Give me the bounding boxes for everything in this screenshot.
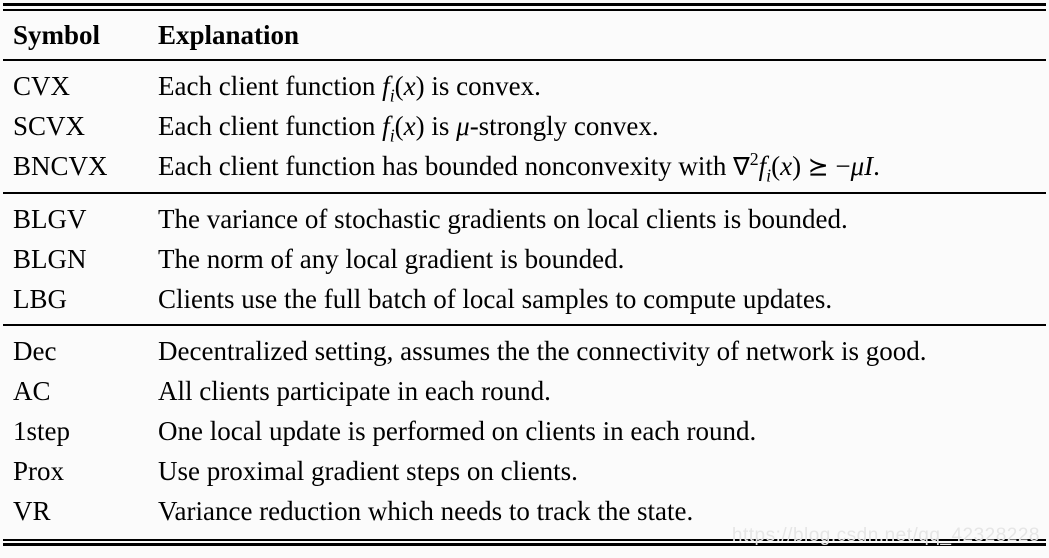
table-bottom-rule-inner bbox=[3, 539, 1046, 541]
symbol-cell: CVX bbox=[13, 71, 71, 101]
explanation-cell: The norm of any local gradient is bounde… bbox=[158, 244, 625, 274]
table-row: Prox Use proximal gradient steps on clie… bbox=[13, 451, 1041, 491]
explanation-cell: Each client function fi(x) is μ-strongly… bbox=[158, 111, 659, 146]
table-group: BLGV The variance of stochastic gradient… bbox=[0, 194, 1049, 324]
watermark-text: https://blog.csdn.net/qq_42328228 bbox=[731, 525, 1040, 546]
explanation-cell: All clients participate in each round. bbox=[158, 376, 551, 406]
symbol-explanation-table-page: Symbol Explanation CVX Each client funct… bbox=[0, 3, 1049, 558]
symbol-cell: BLGN bbox=[13, 244, 87, 274]
header-divider-rule bbox=[3, 59, 1046, 61]
symbol-cell: BNCVX bbox=[13, 151, 108, 181]
column-header-symbol: Symbol bbox=[13, 19, 101, 50]
symbol-cell: SCVX bbox=[13, 111, 86, 141]
table-row: SCVX Each client function fi(x) is μ-str… bbox=[13, 106, 1041, 146]
table-top-rule-outer bbox=[3, 3, 1046, 6]
table-row: VR Variance reduction which needs to tra… bbox=[13, 491, 1041, 531]
table-row: BLGV The variance of stochastic gradient… bbox=[13, 199, 1041, 239]
symbol-cell: BLGV bbox=[13, 204, 87, 234]
table-header-row: Symbol Explanation bbox=[0, 11, 1049, 59]
explanation-cell: Clients use the full batch of local samp… bbox=[158, 284, 833, 314]
group-divider-rule bbox=[3, 324, 1046, 326]
symbol-cell: 1step bbox=[13, 416, 70, 446]
table-top-rule-inner bbox=[3, 9, 1046, 11]
table-row: LBG Clients use the full batch of local … bbox=[13, 279, 1041, 319]
table-group: Dec Decentralized setting, assumes the t… bbox=[0, 326, 1049, 536]
table-row: BNCVX Each client function has bounded n… bbox=[13, 146, 1041, 187]
symbol-cell: VR bbox=[13, 496, 51, 526]
table-row: AC All clients participate in each round… bbox=[13, 371, 1041, 411]
symbol-cell: Prox bbox=[13, 456, 65, 486]
explanation-cell: Each client function fi(x) is convex. bbox=[158, 71, 541, 106]
explanation-cell: Use proximal gradient steps on clients. bbox=[158, 456, 578, 486]
explanation-cell: The variance of stochastic gradients on … bbox=[158, 204, 848, 234]
symbol-cell: LBG bbox=[13, 284, 67, 314]
explanation-cell: Variance reduction which needs to track … bbox=[158, 496, 694, 526]
column-header-explanation: Explanation bbox=[158, 19, 300, 50]
table-group: CVX Each client function fi(x) is convex… bbox=[0, 61, 1049, 192]
explanation-cell: Decentralized setting, assumes the the c… bbox=[158, 336, 927, 366]
explanation-cell: One local update is performed on clients… bbox=[158, 416, 757, 446]
table-body: CVX Each client function fi(x) is convex… bbox=[0, 61, 1049, 536]
symbol-cell: AC bbox=[13, 376, 51, 406]
table-row: 1step One local update is performed on c… bbox=[13, 411, 1041, 451]
explanation-cell: Each client function has bounded nonconv… bbox=[158, 149, 880, 186]
symbol-cell: Dec bbox=[13, 336, 57, 366]
group-divider-rule bbox=[3, 192, 1046, 194]
table-row: Dec Decentralized setting, assumes the t… bbox=[13, 331, 1041, 371]
table-bottom-rule-outer bbox=[3, 543, 1046, 546]
table-row: BLGN The norm of any local gradient is b… bbox=[13, 239, 1041, 279]
table-row: CVX Each client function fi(x) is convex… bbox=[13, 66, 1041, 106]
